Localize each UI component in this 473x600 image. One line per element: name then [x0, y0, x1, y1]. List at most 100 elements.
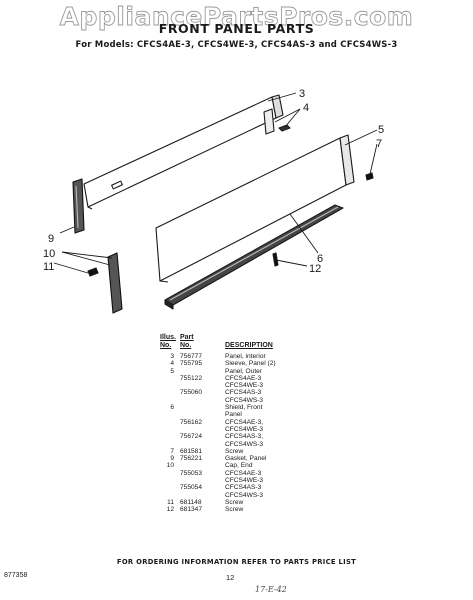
- description-cell: Panel, Outer: [225, 367, 263, 375]
- table-row: 10 Cap, End: [160, 462, 279, 469]
- exploded-parts-diagram: 3 4 5 7 6 12 9 10 11: [43, 88, 384, 314]
- description-cell: Sleeve, Panel (2): [225, 360, 276, 368]
- illus-header-line2: No.: [160, 342, 172, 349]
- callout-9: 9: [48, 233, 54, 245]
- part-number-cell: 681581: [180, 447, 203, 455]
- panel-sleeve: [263, 108, 291, 135]
- description-cell: CFCS4WE-3: [225, 382, 264, 390]
- callout-12: 12: [309, 263, 321, 275]
- table-row: CFCS4WE-3: [160, 426, 279, 433]
- illus-cell: [160, 441, 180, 448]
- table-row: 9 756221 Gasket, Panel: [160, 455, 279, 462]
- callout-7: 7: [376, 138, 382, 150]
- page-title: FRONT PANEL PARTS: [158, 21, 315, 36]
- table-row: CFCS4WS-3: [160, 441, 279, 448]
- description-cell: CFCS4AS-3: [225, 389, 262, 397]
- table-row: 755054 CFCS4AS-3: [160, 484, 279, 491]
- part-number-cell: 756724: [180, 433, 203, 441]
- table-row: 756162 CFCS4AE-3,: [160, 419, 279, 426]
- part-number-cell: 755795: [180, 360, 203, 368]
- part-number-cell: [180, 462, 217, 469]
- illus-cell: [160, 492, 180, 499]
- illus-cell: 5: [170, 367, 174, 375]
- description-cell: CFCS4AS-3,: [225, 433, 264, 441]
- handwritten-note: 17-E-42: [255, 585, 287, 594]
- description-cell: Screw: [225, 498, 244, 506]
- description-cell: CFCS4AS-3: [225, 484, 262, 492]
- site-watermark: AppliancePartsPros.com: [59, 2, 414, 32]
- description-cell: CFCS4AE-3: [225, 469, 262, 477]
- part-number-cell: [180, 492, 217, 499]
- table-row: CFCS4WS-3: [160, 397, 279, 404]
- front-shield: [164, 204, 344, 310]
- illus-cell: 9: [170, 455, 174, 463]
- part-number-cell: 756162: [180, 418, 203, 426]
- illus-cell: [160, 426, 180, 433]
- table-row: 5 Panel, Outer: [160, 368, 279, 375]
- screw-7: [365, 172, 374, 181]
- illus-cell: [160, 375, 180, 382]
- table-row: 11 681148 Screw: [160, 499, 279, 506]
- part-number-cell: 755122: [180, 374, 203, 382]
- part-number-cell: [180, 382, 217, 389]
- callout-6: 6: [317, 253, 323, 265]
- description-cell: Panel, interior: [225, 353, 266, 360]
- part-number-cell: [180, 441, 217, 448]
- description-cell: Screw: [225, 506, 244, 514]
- outer-panel: [155, 134, 355, 283]
- part-number-cell: 755054: [180, 484, 203, 492]
- illus-cell: [160, 477, 180, 484]
- illus-cell: [160, 411, 180, 418]
- page-number: 12: [226, 573, 235, 582]
- end-cap-left: [72, 178, 85, 234]
- part-number-cell: 755053: [180, 469, 203, 477]
- part-number-cell: 756777: [180, 353, 203, 360]
- illus-cell: 10: [166, 462, 174, 470]
- part-number-cell: 756221: [180, 455, 203, 463]
- table-row: 755053 CFCS4AE-3: [160, 470, 279, 477]
- illus-cell: [160, 419, 180, 426]
- description-cell: Shield, Front: [225, 404, 263, 412]
- part-number-cell: [180, 397, 217, 404]
- description-cell: CFCS4WS-3: [225, 440, 264, 448]
- illus-header: Illus.No.: [160, 334, 180, 353]
- interior-panel: [83, 94, 284, 210]
- part-number-cell: [180, 477, 217, 484]
- table-row: CFCS4WS-3: [160, 492, 279, 499]
- screw-11: [87, 267, 99, 277]
- description-cell: CFCS4WE-3: [225, 425, 264, 433]
- part-header-line2: No.: [180, 342, 192, 349]
- callout-3: 3: [299, 88, 305, 100]
- illus-header-line1: Illus.: [160, 334, 176, 341]
- description-cell: Cap, End: [225, 462, 253, 470]
- illus-cell: 11: [167, 498, 174, 506]
- description-cell: Gasket, Panel: [225, 455, 267, 463]
- table-row: CFCS4WE-3: [160, 382, 279, 389]
- description-cell: Screw: [225, 447, 244, 455]
- illus-cell: [160, 470, 180, 477]
- ordering-footer: FOR ORDERING INFORMATION REFER TO PARTS …: [116, 558, 357, 566]
- part-number-cell: [180, 426, 217, 433]
- description-header: DESCRIPTION: [225, 342, 273, 349]
- table-row: 756724 CFCS4AS-3,: [160, 433, 279, 440]
- illus-cell: [160, 433, 180, 440]
- illus-cell: [160, 397, 180, 404]
- part-number-cell: 755060: [180, 389, 203, 397]
- illus-cell: 12: [166, 506, 174, 514]
- description-cell: CFCS4AE-3,: [225, 418, 264, 426]
- part-number-cell: [180, 404, 217, 411]
- part-number-cell: 681148: [180, 498, 202, 506]
- callout-5: 5: [378, 124, 384, 136]
- callout-10: 10: [43, 248, 55, 260]
- table-row: 12 681347 Screw: [160, 506, 279, 513]
- part-number-cell: 681347: [180, 506, 203, 514]
- part-number-cell: [180, 368, 217, 375]
- illus-cell: [160, 389, 180, 396]
- description-cell: CFCS4WE-3: [225, 477, 264, 485]
